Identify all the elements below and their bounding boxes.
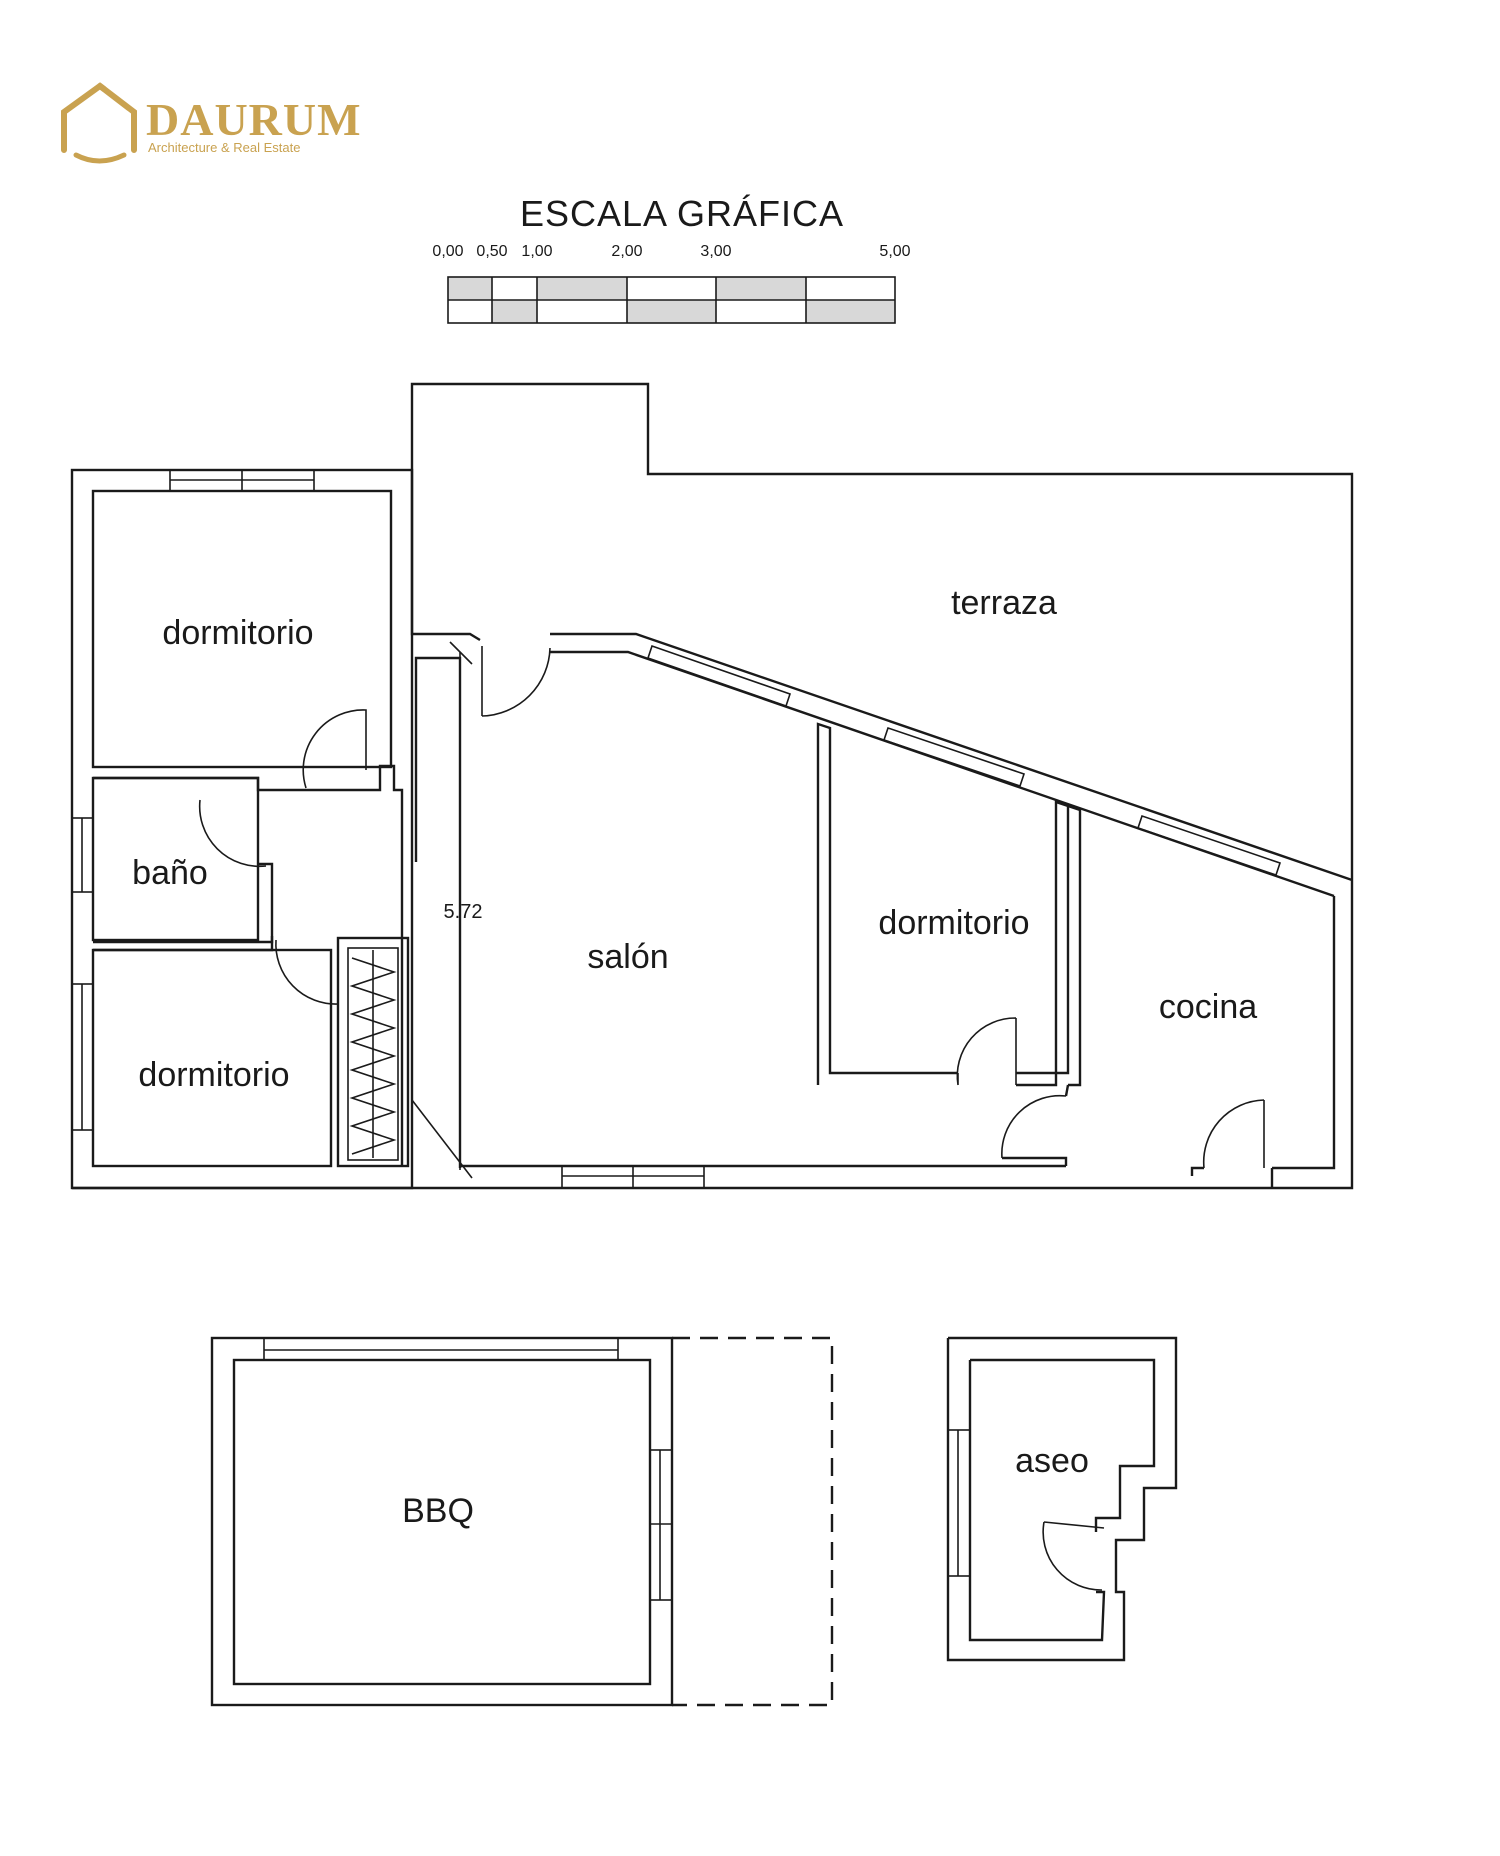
room-bano: baño	[132, 854, 208, 892]
room-dormitorio-3: dormitorio	[878, 904, 1029, 942]
scale-segment	[806, 300, 895, 323]
scale-tick-0: 0,00	[432, 243, 463, 260]
daurum-logo: DAURUM Architecture & Real Estate	[61, 82, 362, 164]
scale-segment	[492, 300, 537, 323]
scale-tick-1: 1,00	[521, 243, 552, 260]
room-dormitorio-1: dormitorio	[162, 614, 313, 652]
scale-tick-3: 3,00	[700, 243, 731, 260]
scale-tick-5: 5,00	[879, 243, 910, 260]
scale-segment	[716, 277, 806, 300]
scale-tick-2: 2,00	[611, 243, 642, 260]
room-bbq: BBQ	[402, 1492, 474, 1530]
scale-title: ESCALA GRÁFICA	[520, 193, 844, 234]
scale-segment	[627, 300, 716, 323]
room-aseo: aseo	[1015, 1442, 1089, 1480]
scale-segment	[448, 277, 492, 300]
scale-segment	[537, 277, 627, 300]
room-dormitorio-2: dormitorio	[138, 1056, 289, 1094]
aseo-outbuilding: aseo	[946, 1336, 1178, 1662]
scale-tick-050: 0,50	[476, 243, 507, 260]
main-floor: 5.72 dormitorio	[70, 382, 1354, 1190]
room-terraza: terraza	[951, 584, 1057, 622]
room-salon: salón	[587, 938, 668, 976]
dimension-label: 5.72	[444, 901, 483, 923]
bbq-outbuilding: BBQ	[210, 1336, 834, 1707]
logo-brand: DAURUM	[146, 94, 362, 145]
graphic-scale: ESCALA GRÁFICA 0,00 0,50 1,00 2,00 3,00 …	[432, 193, 911, 324]
logo-tagline: Architecture & Real Estate	[148, 140, 300, 155]
room-cocina: cocina	[1159, 988, 1257, 1026]
